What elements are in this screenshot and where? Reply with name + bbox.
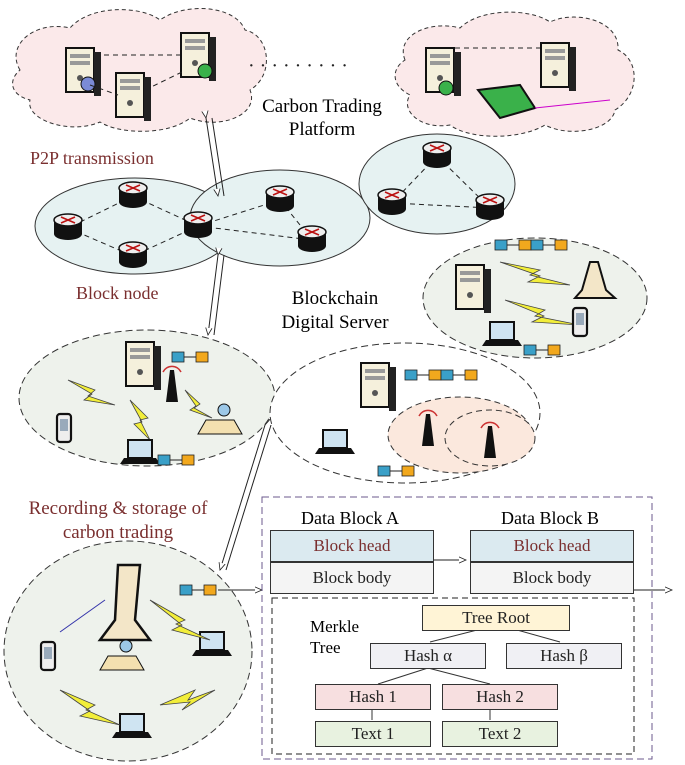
- router-icon: [118, 241, 148, 269]
- block-node-label: Block node: [76, 283, 159, 303]
- merkle-hash-alpha: Hash α: [370, 643, 486, 669]
- lightning-icon: [67, 379, 116, 406]
- lightning-icon: [499, 261, 571, 286]
- data-block-frame: [261, 496, 653, 760]
- phone-icon: [39, 640, 57, 672]
- block-b-body: Block body: [470, 562, 634, 594]
- merkle-frame: [271, 597, 635, 755]
- router-icon: [422, 141, 452, 169]
- merkle-hash-1: Hash 1: [315, 684, 431, 710]
- merkle-tree-root: Tree Root: [422, 605, 570, 631]
- monument-icon: [572, 261, 618, 299]
- phone-icon: [55, 412, 73, 444]
- lightning-icon: [149, 599, 211, 641]
- router-icon: [183, 211, 213, 239]
- server-icon: [360, 362, 397, 412]
- router-icon: [265, 185, 295, 213]
- server-icon: [65, 47, 102, 97]
- merkle-text-2: Text 2: [442, 721, 558, 747]
- router-icon: [475, 193, 505, 221]
- node-cluster-center: [189, 169, 371, 267]
- ellipsis-dots: · · · · · · · · ·: [248, 55, 348, 77]
- monument-icon: [97, 563, 153, 642]
- server-icon: [455, 264, 492, 314]
- worker-icon: [99, 639, 145, 671]
- block-b-title: Data Block B: [501, 508, 599, 528]
- block-a-body: Block body: [270, 562, 434, 594]
- phone-icon: [571, 306, 589, 338]
- worker-icon: [197, 403, 243, 435]
- server-icon: [180, 32, 217, 82]
- block-a-head: Block head: [270, 530, 434, 562]
- p2p-label: P2P transmission: [30, 148, 154, 168]
- lightning-icon: [184, 389, 213, 419]
- router-icon: [53, 213, 83, 241]
- cloud-right: [394, 11, 635, 137]
- router-icon: [297, 225, 327, 253]
- merkle-hash-beta: Hash β: [506, 643, 622, 669]
- block-a-title: Data Block A: [301, 508, 399, 528]
- block-b-head: Block head: [470, 530, 634, 562]
- server-icon: [540, 42, 577, 92]
- merkle-text-1: Text 1: [315, 721, 431, 747]
- server-icon: [115, 72, 152, 122]
- chain-icon: [404, 369, 478, 381]
- lightning-icon: [159, 689, 216, 711]
- lightning-icon: [59, 689, 121, 726]
- merkle-hash-2: Hash 2: [442, 684, 558, 710]
- router-icon: [377, 188, 407, 216]
- chain-icon: [494, 239, 568, 251]
- server-icon: [425, 47, 462, 97]
- router-icon: [118, 181, 148, 209]
- server-icon: [125, 341, 162, 391]
